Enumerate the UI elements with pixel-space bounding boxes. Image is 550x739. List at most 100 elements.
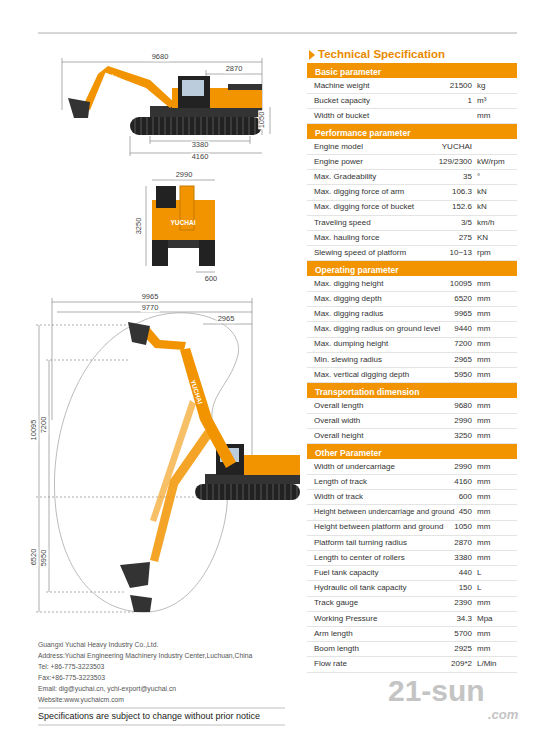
section-heading: Performance parameter bbox=[315, 128, 410, 138]
row-value: 129/2300 bbox=[439, 158, 472, 166]
footer-line: Guangxi Yuchai Heavy Industry Co.,Ltd. bbox=[38, 642, 158, 649]
dimension-label: 3250 bbox=[135, 217, 143, 236]
row-value: 21500 bbox=[450, 82, 472, 90]
row-unit: mm bbox=[477, 432, 490, 440]
notice: Specifications are subject to change wit… bbox=[38, 712, 260, 721]
row-value: 34.3 bbox=[456, 615, 472, 623]
row-rule bbox=[307, 93, 517, 94]
row-unit: KN bbox=[477, 234, 488, 242]
row-value: 2390 bbox=[454, 599, 472, 607]
row-rule bbox=[307, 474, 517, 475]
row-value: 2870 bbox=[454, 539, 472, 547]
row-value: 2990 bbox=[454, 463, 472, 471]
row-rule bbox=[307, 413, 517, 414]
row-label: Width of undercarriage bbox=[314, 463, 395, 471]
row-rule bbox=[307, 550, 517, 551]
row-rule bbox=[307, 306, 517, 307]
section-band: Other Parameter bbox=[307, 444, 517, 459]
dimension-label: 6520 bbox=[30, 548, 38, 567]
row-label: Length to center of rollers bbox=[314, 554, 405, 562]
row-rule bbox=[307, 245, 517, 246]
row-label: Max. dumping height bbox=[314, 340, 388, 348]
row-rule bbox=[307, 672, 517, 673]
row-label: Working Pressure bbox=[314, 615, 377, 623]
row-label: Overall width bbox=[314, 417, 360, 425]
row-rule bbox=[307, 184, 517, 185]
row-unit: mm bbox=[477, 417, 490, 425]
row-rule bbox=[307, 626, 517, 627]
row-unit: L/Min bbox=[477, 660, 497, 668]
row-value: 5700 bbox=[454, 630, 472, 638]
row-unit: mm bbox=[477, 508, 490, 516]
row-label: Slewing speed of platform bbox=[314, 249, 406, 257]
dimension-label: 9680 bbox=[151, 53, 170, 61]
footer-line: Website:www.yuchaicm.com bbox=[38, 697, 124, 704]
dimension-label: 9965 bbox=[141, 293, 160, 301]
row-rule bbox=[307, 611, 517, 612]
brand-mark: YUCHAI bbox=[171, 220, 196, 227]
row-label: Max. vertical digging depth bbox=[314, 371, 409, 379]
row-value: 9680 bbox=[454, 402, 472, 410]
section-band: Basic parameter bbox=[307, 63, 517, 78]
footer-line: Email: dig@yuchai.cn, ychi-export@yuchai… bbox=[38, 686, 176, 693]
row-label: Max. digging force of arm bbox=[314, 188, 404, 196]
watermark: .com bbox=[488, 708, 518, 721]
row-rule bbox=[307, 535, 517, 536]
footer-line: Tel: +86-775-3223503 bbox=[38, 664, 104, 671]
row-value: 6520 bbox=[454, 295, 472, 303]
row-unit: mm bbox=[477, 554, 490, 562]
row-value: 10~13 bbox=[450, 249, 472, 257]
row-rule bbox=[307, 565, 517, 566]
row-unit: rpm bbox=[477, 249, 491, 257]
row-unit: kN bbox=[477, 203, 487, 211]
row-unit: mm bbox=[477, 356, 490, 364]
row-unit: mm bbox=[477, 371, 490, 379]
row-value: 450 bbox=[459, 508, 472, 516]
dimension-label: 1050 bbox=[258, 111, 266, 130]
section-heading: Transportation dimension bbox=[315, 387, 419, 397]
row-label: Max. digging radius bbox=[314, 310, 383, 318]
row-unit: kN bbox=[477, 188, 487, 196]
row-rule bbox=[307, 580, 517, 581]
row-value: 150 bbox=[459, 584, 472, 592]
row-unit: m³ bbox=[477, 97, 486, 105]
row-label: Machine weight bbox=[314, 82, 370, 90]
row-value: 5950 bbox=[454, 371, 472, 379]
row-rule bbox=[307, 169, 517, 170]
row-label: Max. digging depth bbox=[314, 295, 382, 303]
row-label: Max. Gradeability bbox=[314, 173, 376, 181]
row-value: 3380 bbox=[454, 554, 472, 562]
row-label: Flow rate bbox=[314, 660, 347, 668]
dimension-label: 7200 bbox=[40, 416, 48, 435]
row-value: 2965 bbox=[454, 356, 472, 364]
row-label: Fuel tank capacity bbox=[314, 569, 378, 577]
row-label: Height between undercarriage and ground bbox=[314, 508, 455, 516]
row-rule bbox=[307, 230, 517, 231]
row-label: Arm length bbox=[314, 630, 353, 638]
row-rule bbox=[307, 520, 517, 521]
row-label: Engine model bbox=[314, 143, 363, 151]
row-value: 106.3 bbox=[452, 188, 472, 196]
footer-line: Address:Yuchai Engineering Machinery Ind… bbox=[38, 653, 252, 660]
row-value: 1050 bbox=[454, 523, 472, 531]
row-value: 9965 bbox=[454, 310, 472, 318]
row-label: Length of track bbox=[314, 478, 367, 486]
row-label: Max. digging radius on ground level bbox=[314, 325, 440, 333]
row-rule bbox=[307, 489, 517, 490]
row-value: 600 bbox=[459, 493, 472, 501]
row-label: Boom length bbox=[314, 645, 359, 653]
row-unit: mm bbox=[477, 478, 490, 486]
dimension-label: 9770 bbox=[141, 304, 160, 312]
row-label: Max. hauling force bbox=[314, 234, 379, 242]
row-unit: km/h bbox=[477, 219, 494, 227]
row-unit: mm bbox=[477, 493, 490, 501]
row-value: 209*2 bbox=[451, 660, 472, 668]
row-unit: mm bbox=[477, 402, 490, 410]
row-rule bbox=[307, 504, 517, 505]
row-label: Min. slewing radius bbox=[314, 356, 382, 364]
row-label: Width of track bbox=[314, 493, 363, 501]
row-value: 1 bbox=[468, 97, 472, 105]
row-rule bbox=[307, 321, 517, 322]
row-value: 2990 bbox=[454, 417, 472, 425]
